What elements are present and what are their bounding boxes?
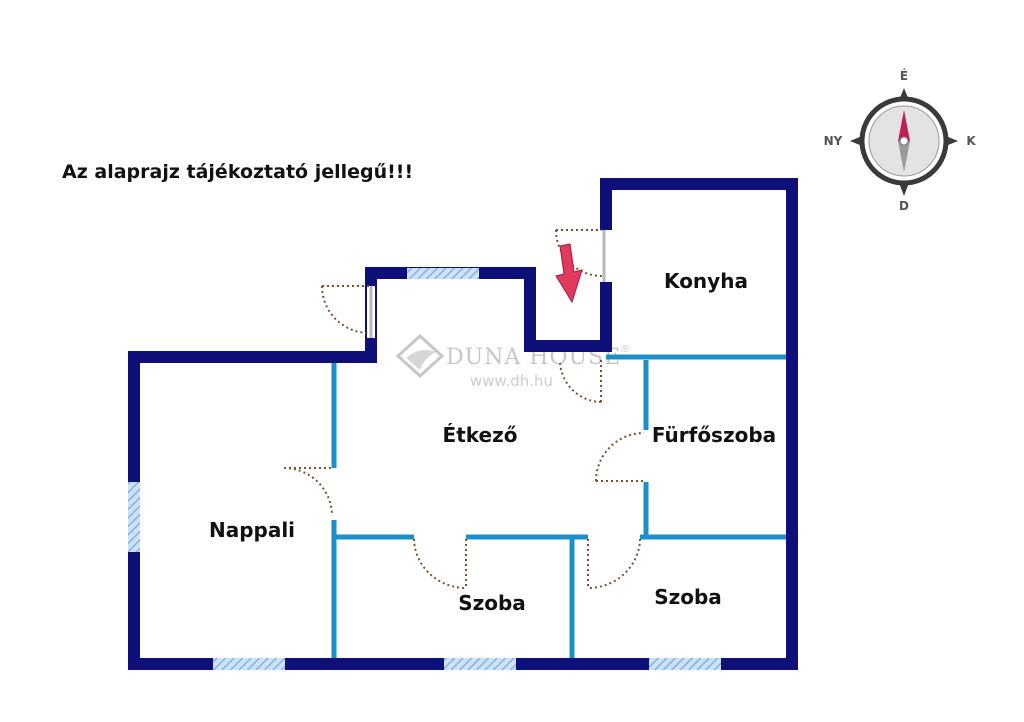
entrance-arrow-icon <box>555 243 583 304</box>
door-nappali <box>283 467 338 520</box>
window-bottom-szoba2 <box>649 658 721 670</box>
compass-north-label: É <box>900 68 908 83</box>
room-labels: Konyha Étkező Fürfőszoba Nappali Szoba S… <box>209 269 776 615</box>
duna-house-logo-icon <box>395 333 445 379</box>
watermark-registered: ® <box>620 344 630 355</box>
door-furdoszoba <box>595 430 650 482</box>
compass-east-label: K <box>966 134 976 148</box>
window-bottom-szoba1 <box>444 658 516 670</box>
door-konyha <box>559 360 602 403</box>
compass-rose-icon: É D K NY <box>824 68 977 213</box>
window-left <box>128 482 140 552</box>
room-label-furdoszoba: Fürfőszoba <box>652 423 776 447</box>
room-label-szoba-1: Szoba <box>458 591 526 615</box>
door-szoba-2 <box>587 533 641 589</box>
room-label-konyha: Konyha <box>664 269 748 293</box>
windows <box>128 268 721 670</box>
watermark-url: www.dh.hu <box>470 372 553 390</box>
room-label-szoba-2: Szoba <box>654 585 722 609</box>
room-label-etkezo: Étkező <box>443 423 518 447</box>
disclaimer-note: Az alaprajz tájékoztató jellegű!!! <box>62 161 413 183</box>
doors <box>283 229 650 589</box>
door-side-entry <box>321 285 375 338</box>
window-bottom-nappali <box>213 658 285 670</box>
compass-west-label: NY <box>824 134 843 148</box>
compass-south-label: D <box>899 199 909 213</box>
door-szoba-1 <box>413 533 467 589</box>
window-top <box>407 268 479 279</box>
inner-walls <box>331 354 790 660</box>
room-label-nappali: Nappali <box>209 518 295 542</box>
